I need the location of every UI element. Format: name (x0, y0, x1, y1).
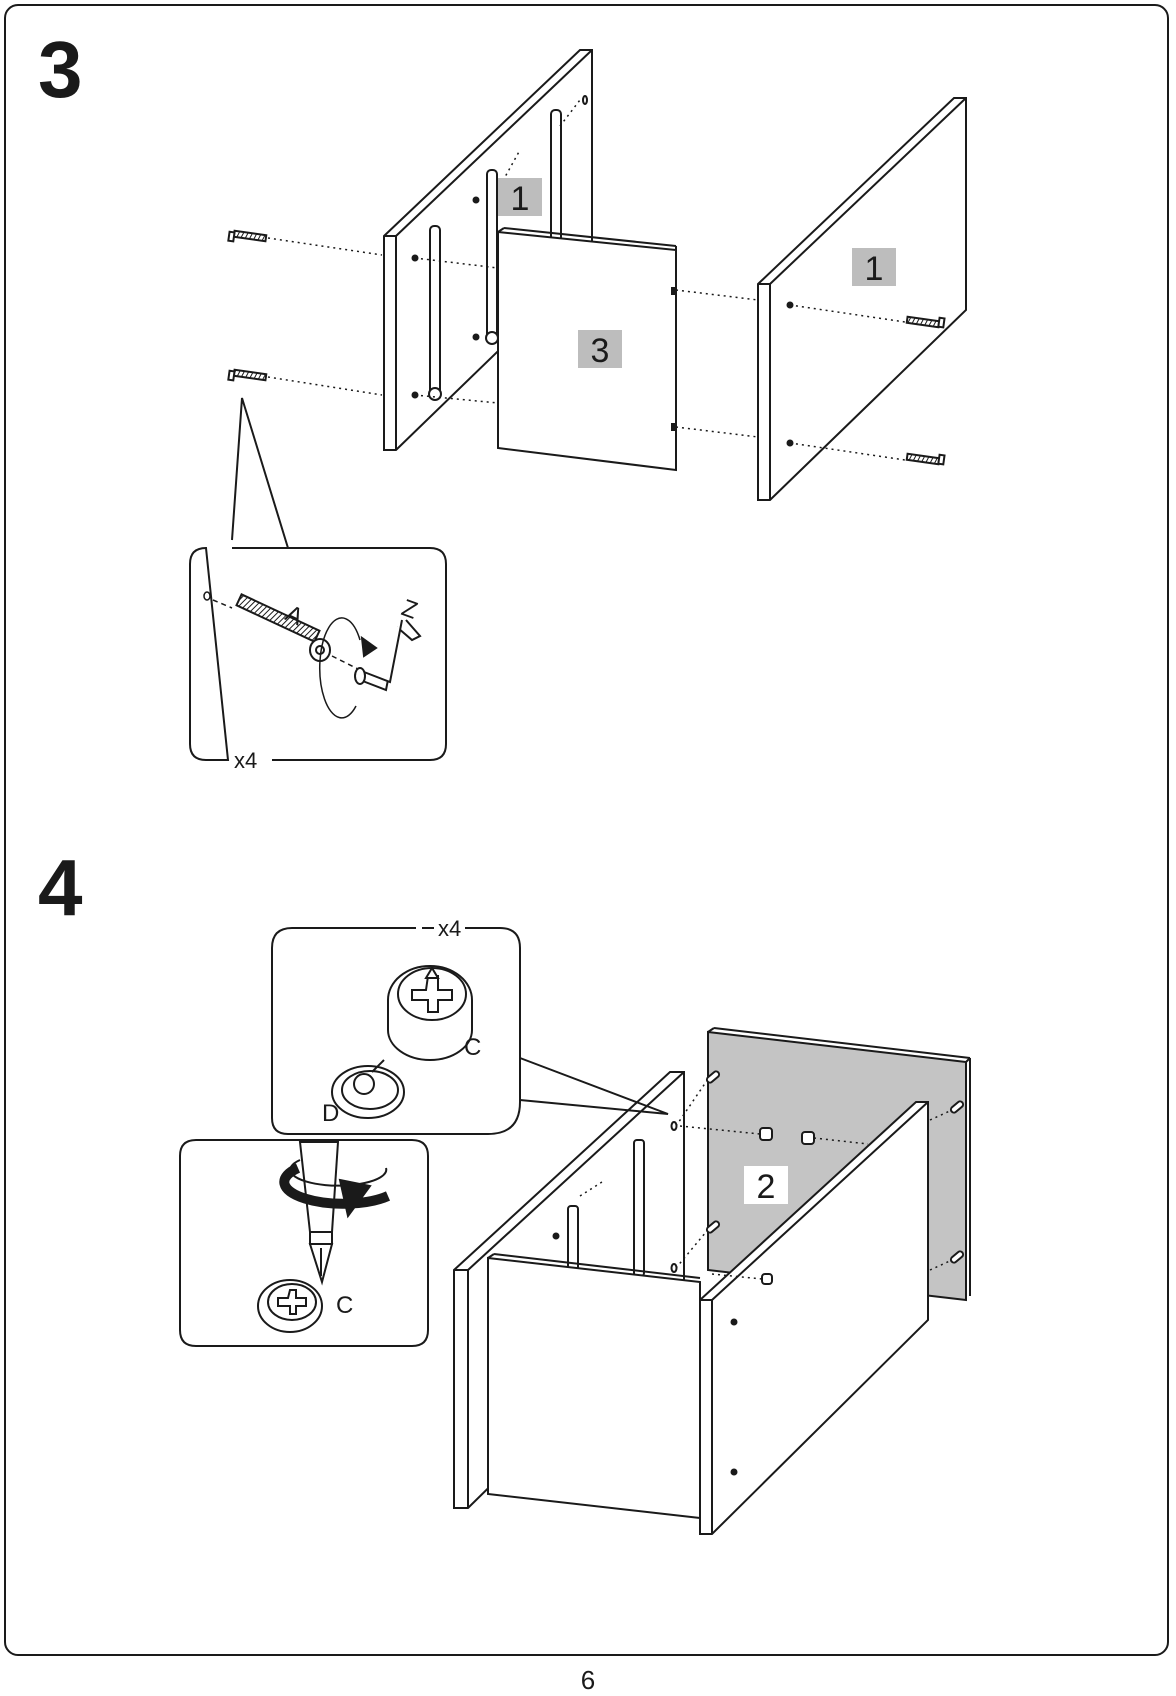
left-side-panel (383, 49, 593, 451)
step-3-diagram (189, 49, 967, 761)
page-frame (4, 4, 1169, 1656)
callout-pointer (231, 397, 289, 549)
cam-callout-pointer (519, 1057, 669, 1115)
rotation-arrow-icon (319, 617, 361, 719)
cam-lock-icon (387, 965, 473, 1061)
step-4-diagram (179, 927, 971, 1535)
label-panel-1-left (498, 178, 542, 216)
label-panel-1-left-text: 1 (510, 180, 530, 218)
screw-icon (235, 593, 321, 643)
dowels (705, 1070, 965, 1264)
part-letter-c-cam: C (464, 1034, 482, 1061)
step4-right-side-panel (699, 1101, 929, 1535)
label-panel-2 (744, 1166, 788, 1204)
step4-alignment-guides (579, 1081, 953, 1280)
driver-callout-box (179, 1139, 429, 1347)
rotate-clockwise-icon (279, 1159, 391, 1219)
step-4-number: 4 (38, 843, 83, 932)
alignment-guides (267, 99, 906, 461)
step-3-number: 3 (38, 25, 83, 114)
page-number: 6 (580, 1665, 596, 1695)
screw-callout-box (189, 546, 447, 761)
label-panel-3 (578, 330, 622, 368)
screw-callout-content (203, 591, 422, 719)
allen-key-icon (354, 619, 422, 692)
screwdriver-icon (298, 1141, 340, 1286)
part-letter-c-driver: C (336, 1292, 354, 1319)
label-panel-2-text: 2 (756, 1168, 776, 1206)
quantity-x4-step4: x4 (434, 916, 466, 942)
right-side-panel (757, 97, 967, 501)
cam-bolts (759, 1127, 815, 1285)
bottom-panel (487, 1253, 701, 1520)
part-letter-d: D (322, 1100, 340, 1127)
cam-callout-box (271, 927, 521, 1135)
label-panel-1-right-text: 1 (864, 250, 884, 288)
cam-lock-top-icon (257, 1279, 323, 1333)
cam-bolt-icon (331, 1059, 405, 1119)
step-3-part-labels (498, 178, 896, 368)
label-panel-3-text: 3 (590, 332, 610, 370)
label-panel-1-right (852, 248, 896, 286)
quantity-x4-step3: x4 (230, 748, 262, 774)
screws-step3 (227, 229, 946, 466)
